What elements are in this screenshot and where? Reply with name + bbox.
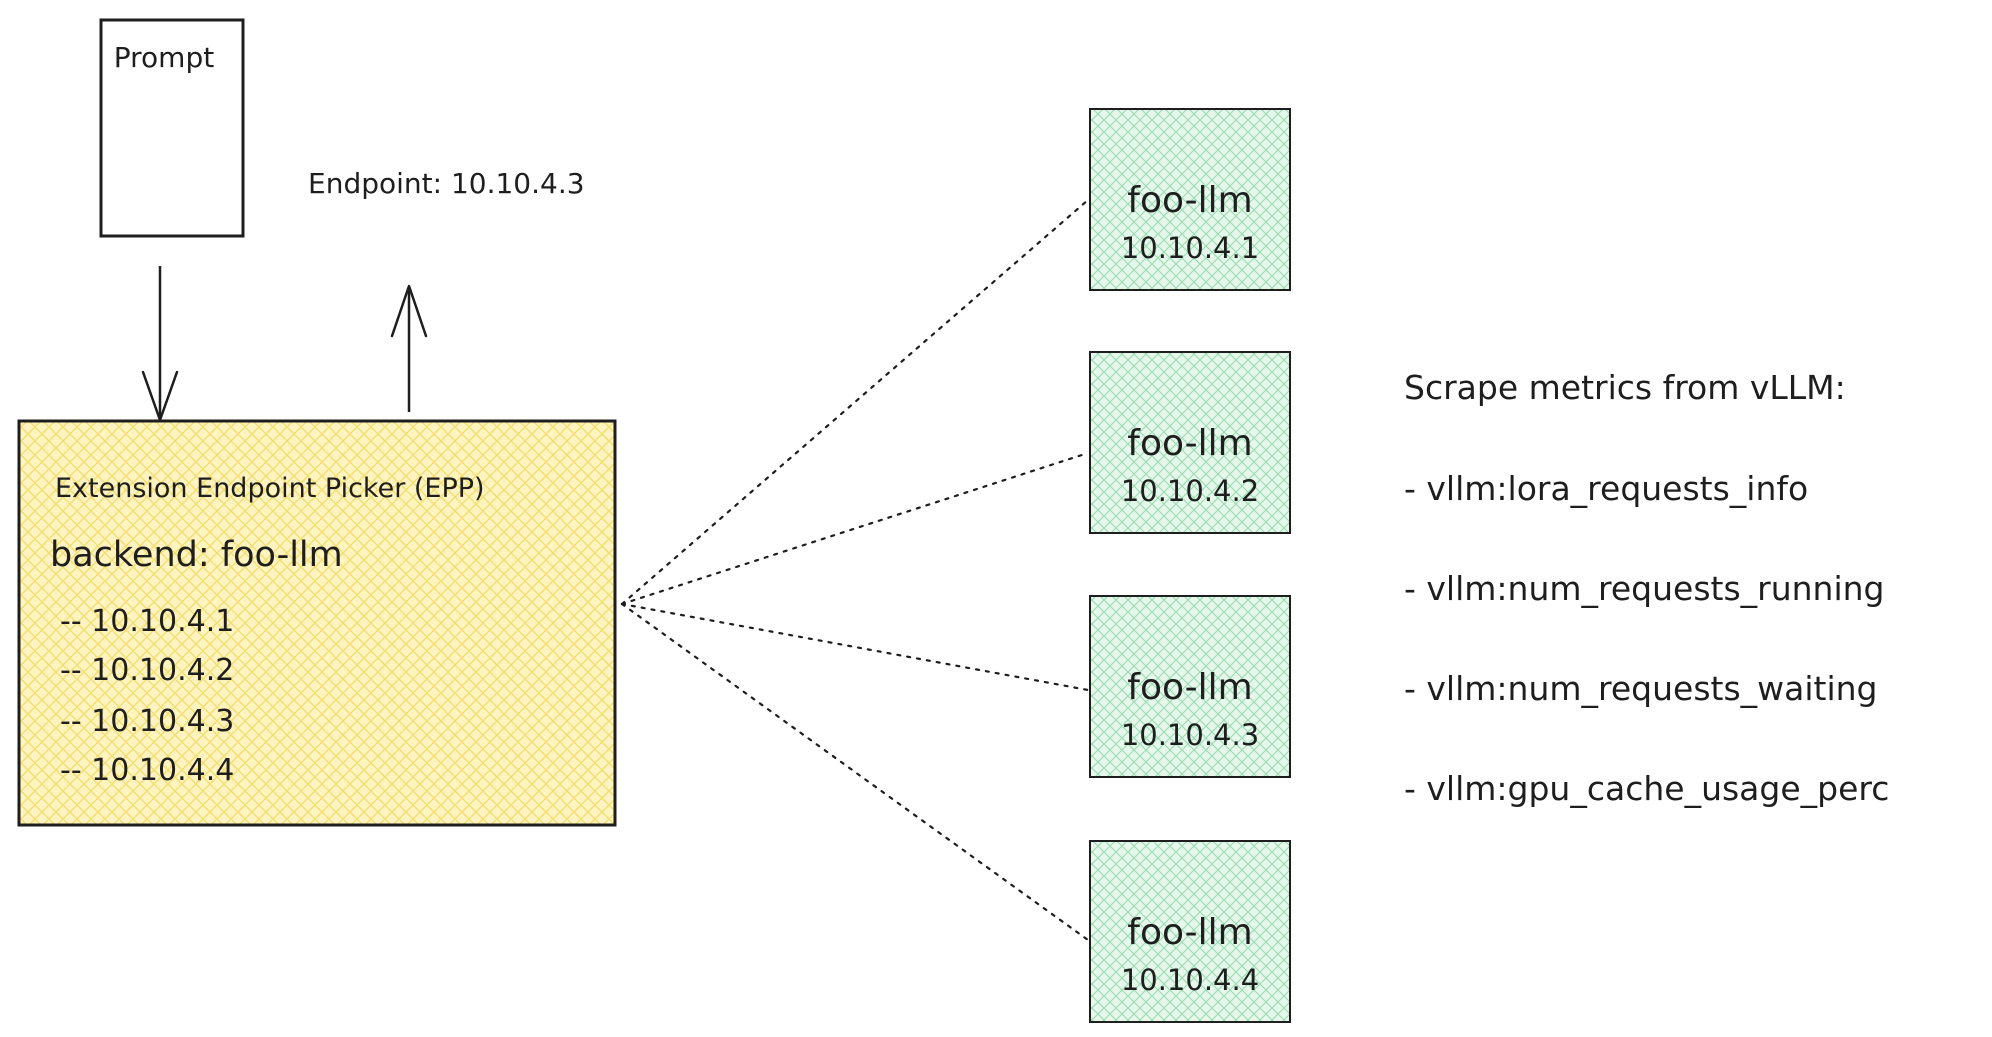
pod-node: foo-llm 10.10.4.3 <box>1089 595 1291 778</box>
epp-endpoint-item: -- 10.10.4.2 <box>60 653 234 688</box>
pod-box <box>1089 595 1291 778</box>
pod-ip: 10.10.4.2 <box>1121 474 1259 508</box>
pod-node: foo-llm 10.10.4.4 <box>1089 840 1291 1023</box>
epp-endpoint-item: -- 10.10.4.1 <box>60 604 234 639</box>
epp-backend-label: backend: foo-llm <box>50 535 343 575</box>
metrics-item: - vllm:gpu_cache_usage_perc <box>1404 769 1889 808</box>
pod-ip: 10.10.4.3 <box>1121 718 1259 752</box>
pod-box <box>1089 351 1291 534</box>
metrics-item: - vllm:lora_requests_info <box>1404 469 1808 508</box>
connector-line <box>620 602 1090 942</box>
pod-box <box>1089 108 1291 291</box>
pod-ip: 10.10.4.1 <box>1121 231 1259 265</box>
epp-endpoint-item: -- 10.10.4.3 <box>60 704 234 739</box>
prompt-label: Prompt <box>114 41 214 74</box>
pod-name: foo-llm <box>1127 667 1252 708</box>
epp-title: Extension Endpoint Picker (EPP) <box>55 473 485 504</box>
pod-name: foo-llm <box>1127 423 1252 464</box>
pod-connectors <box>620 198 1090 942</box>
metrics-item: - vllm:num_requests_running <box>1404 569 1884 608</box>
response-arrow <box>390 284 428 412</box>
metrics-panel: Scrape metrics from vLLM: - vllm:lora_re… <box>1404 368 1889 808</box>
prompt-node: Prompt <box>99 18 245 238</box>
epp-box <box>17 419 617 827</box>
pod-node: foo-llm 10.10.4.2 <box>1089 351 1291 534</box>
metrics-item: - vllm:num_requests_waiting <box>1404 669 1878 708</box>
connector-line <box>620 602 1090 692</box>
pod-name: foo-llm <box>1127 180 1252 221</box>
pod-node: foo-llm 10.10.4.1 <box>1089 108 1291 291</box>
pod-ip: 10.10.4.4 <box>1121 963 1259 997</box>
endpoint-response-label: Endpoint: 10.10.4.3 <box>308 167 585 200</box>
metrics-heading: Scrape metrics from vLLM: <box>1404 368 1846 407</box>
epp-endpoint-item: -- 10.10.4.4 <box>60 753 234 788</box>
prompt-box <box>99 18 245 238</box>
connector-line <box>620 451 1090 606</box>
pod-name: foo-llm <box>1127 912 1252 953</box>
epp-node: Extension Endpoint Picker (EPP) backend:… <box>17 419 617 827</box>
pod-box <box>1089 840 1291 1023</box>
request-arrow <box>141 266 179 422</box>
connector-line <box>620 198 1090 606</box>
